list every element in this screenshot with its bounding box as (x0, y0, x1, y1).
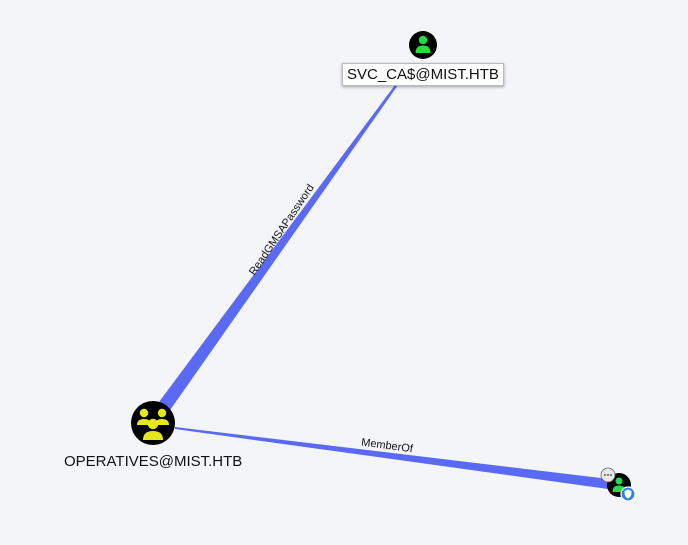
edge-label-readgmsapassword: ReadGMSAPassword (247, 182, 317, 277)
node-label-operatives[interactable]: OPERATIVES@MIST.HTB (64, 453, 243, 470)
edge-readgmsapassword[interactable]: ReadGMSAPassword (156, 85, 398, 413)
user-icon (415, 35, 431, 53)
shield-badge-icon (620, 486, 636, 502)
node-unlabeled-user[interactable] (600, 467, 636, 502)
chat-bubble-icon (600, 467, 616, 483)
node-label-svc-ca[interactable]: SVC_CA$@MIST.HTB (342, 63, 504, 86)
node-operatives[interactable] (131, 401, 175, 445)
group-icon (137, 408, 169, 440)
node-svc-ca[interactable] (409, 31, 437, 59)
